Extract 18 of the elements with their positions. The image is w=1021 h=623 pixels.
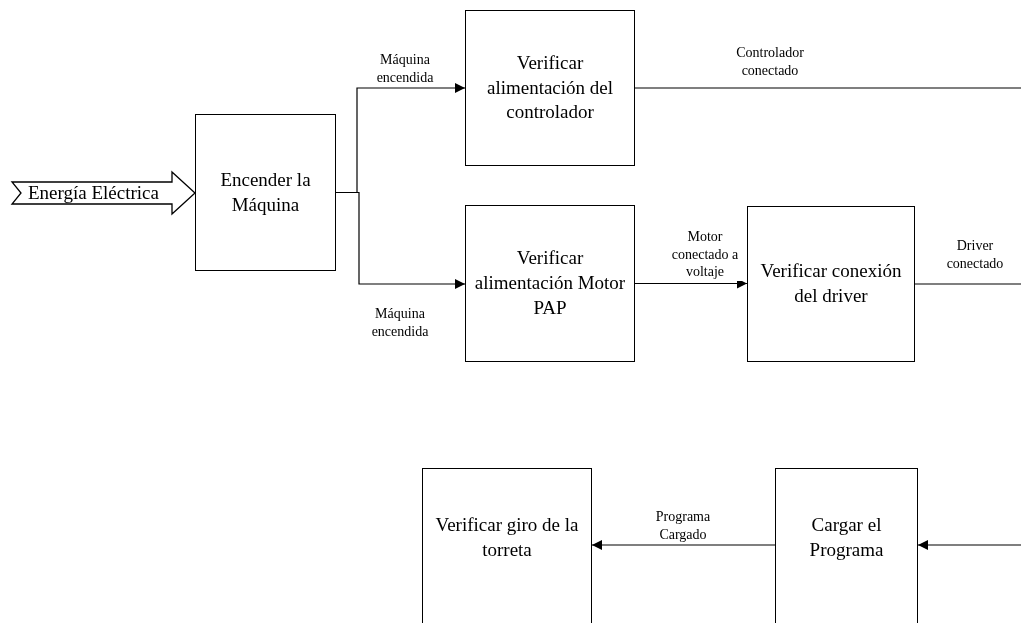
process-box — [747, 206, 915, 362]
arrow — [335, 191, 466, 289]
box-text: Verificar alimentación del controlador — [485, 50, 615, 125]
box-text: Encender la Máquina — [219, 167, 312, 217]
box-text: Verificar conexión del driver — [759, 259, 903, 308]
block-arrow — [10, 170, 196, 216]
process-box — [195, 114, 336, 271]
box-text: Verificar alimentación Motor PAP — [473, 246, 627, 320]
process-box — [775, 468, 918, 623]
process-box — [422, 468, 592, 623]
process-box — [465, 10, 635, 166]
box-text: Verificar giro de la torreta — [434, 513, 580, 562]
box-text: Cargar el Programa — [808, 513, 885, 562]
arrow — [634, 278, 748, 289]
arrow — [917, 540, 1021, 550]
edge-label: Energía Eléctrica — [28, 183, 159, 202]
arrow — [591, 540, 776, 550]
process-box — [465, 205, 635, 362]
